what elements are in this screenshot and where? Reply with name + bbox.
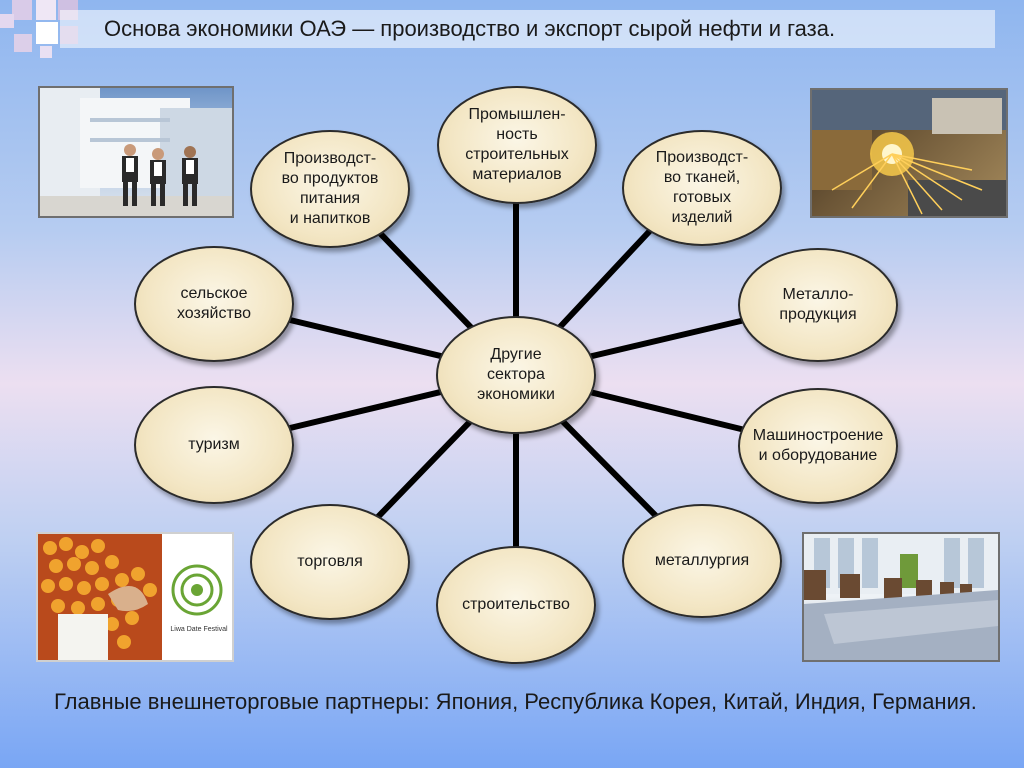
title-bar [60, 10, 995, 48]
node-metal-products: Металло- продукция [738, 248, 898, 362]
node-label: Машиностроение и оборудование [752, 427, 884, 464]
date-fruit-illustration [38, 534, 232, 660]
node-label: туризм [188, 436, 240, 453]
node-trade: торговля [250, 504, 410, 620]
conference-room-illustration [804, 534, 998, 660]
node-metallurgy: металлургия [622, 504, 782, 618]
node-tourism: туризм [134, 386, 294, 504]
business-people-photo [38, 86, 234, 218]
node-label: металлургия [654, 552, 750, 569]
footer-text: Главные внешнеторговые партнеры: Япония,… [54, 689, 977, 714]
node-label: Промышлен- ность строительных материалов [465, 106, 569, 183]
node-label: сельское хозяйство [176, 285, 252, 322]
center-node: Другие сектора экономики [436, 316, 596, 434]
node-machinery: Машиностроение и оборудование [738, 388, 898, 504]
slide-title: Основа экономики ОАЭ — производство и эк… [104, 16, 836, 41]
node-label: строительство [462, 596, 570, 613]
steel-sparks-illustration [812, 90, 1006, 216]
node-label: Производст- во тканей, готовых изделий [655, 149, 749, 226]
business-people-illustration [40, 88, 232, 216]
date-palm-fruit-photo: Liwa Date Festival [36, 532, 234, 662]
dates-logo-text: Liwa Date Festival [170, 626, 228, 633]
node-textiles: Производст- во тканей, готовых изделий [622, 130, 782, 246]
center-node-label: Другие сектора экономики [477, 346, 555, 403]
node-agriculture: сельское хозяйство [134, 246, 294, 362]
node-label: торговля [297, 553, 363, 570]
node-label: Производст- во продуктов питания и напит… [281, 150, 379, 227]
node-food-production: Производст- во продуктов питания и напит… [250, 130, 410, 248]
conference-room-photo [802, 532, 1000, 662]
node-label: Металло- продукция [779, 286, 857, 323]
steel-sparks-photo [810, 88, 1008, 218]
node-construction-materials: Промышлен- ность строительных материалов [437, 86, 597, 204]
node-construction: строительство [436, 546, 596, 664]
